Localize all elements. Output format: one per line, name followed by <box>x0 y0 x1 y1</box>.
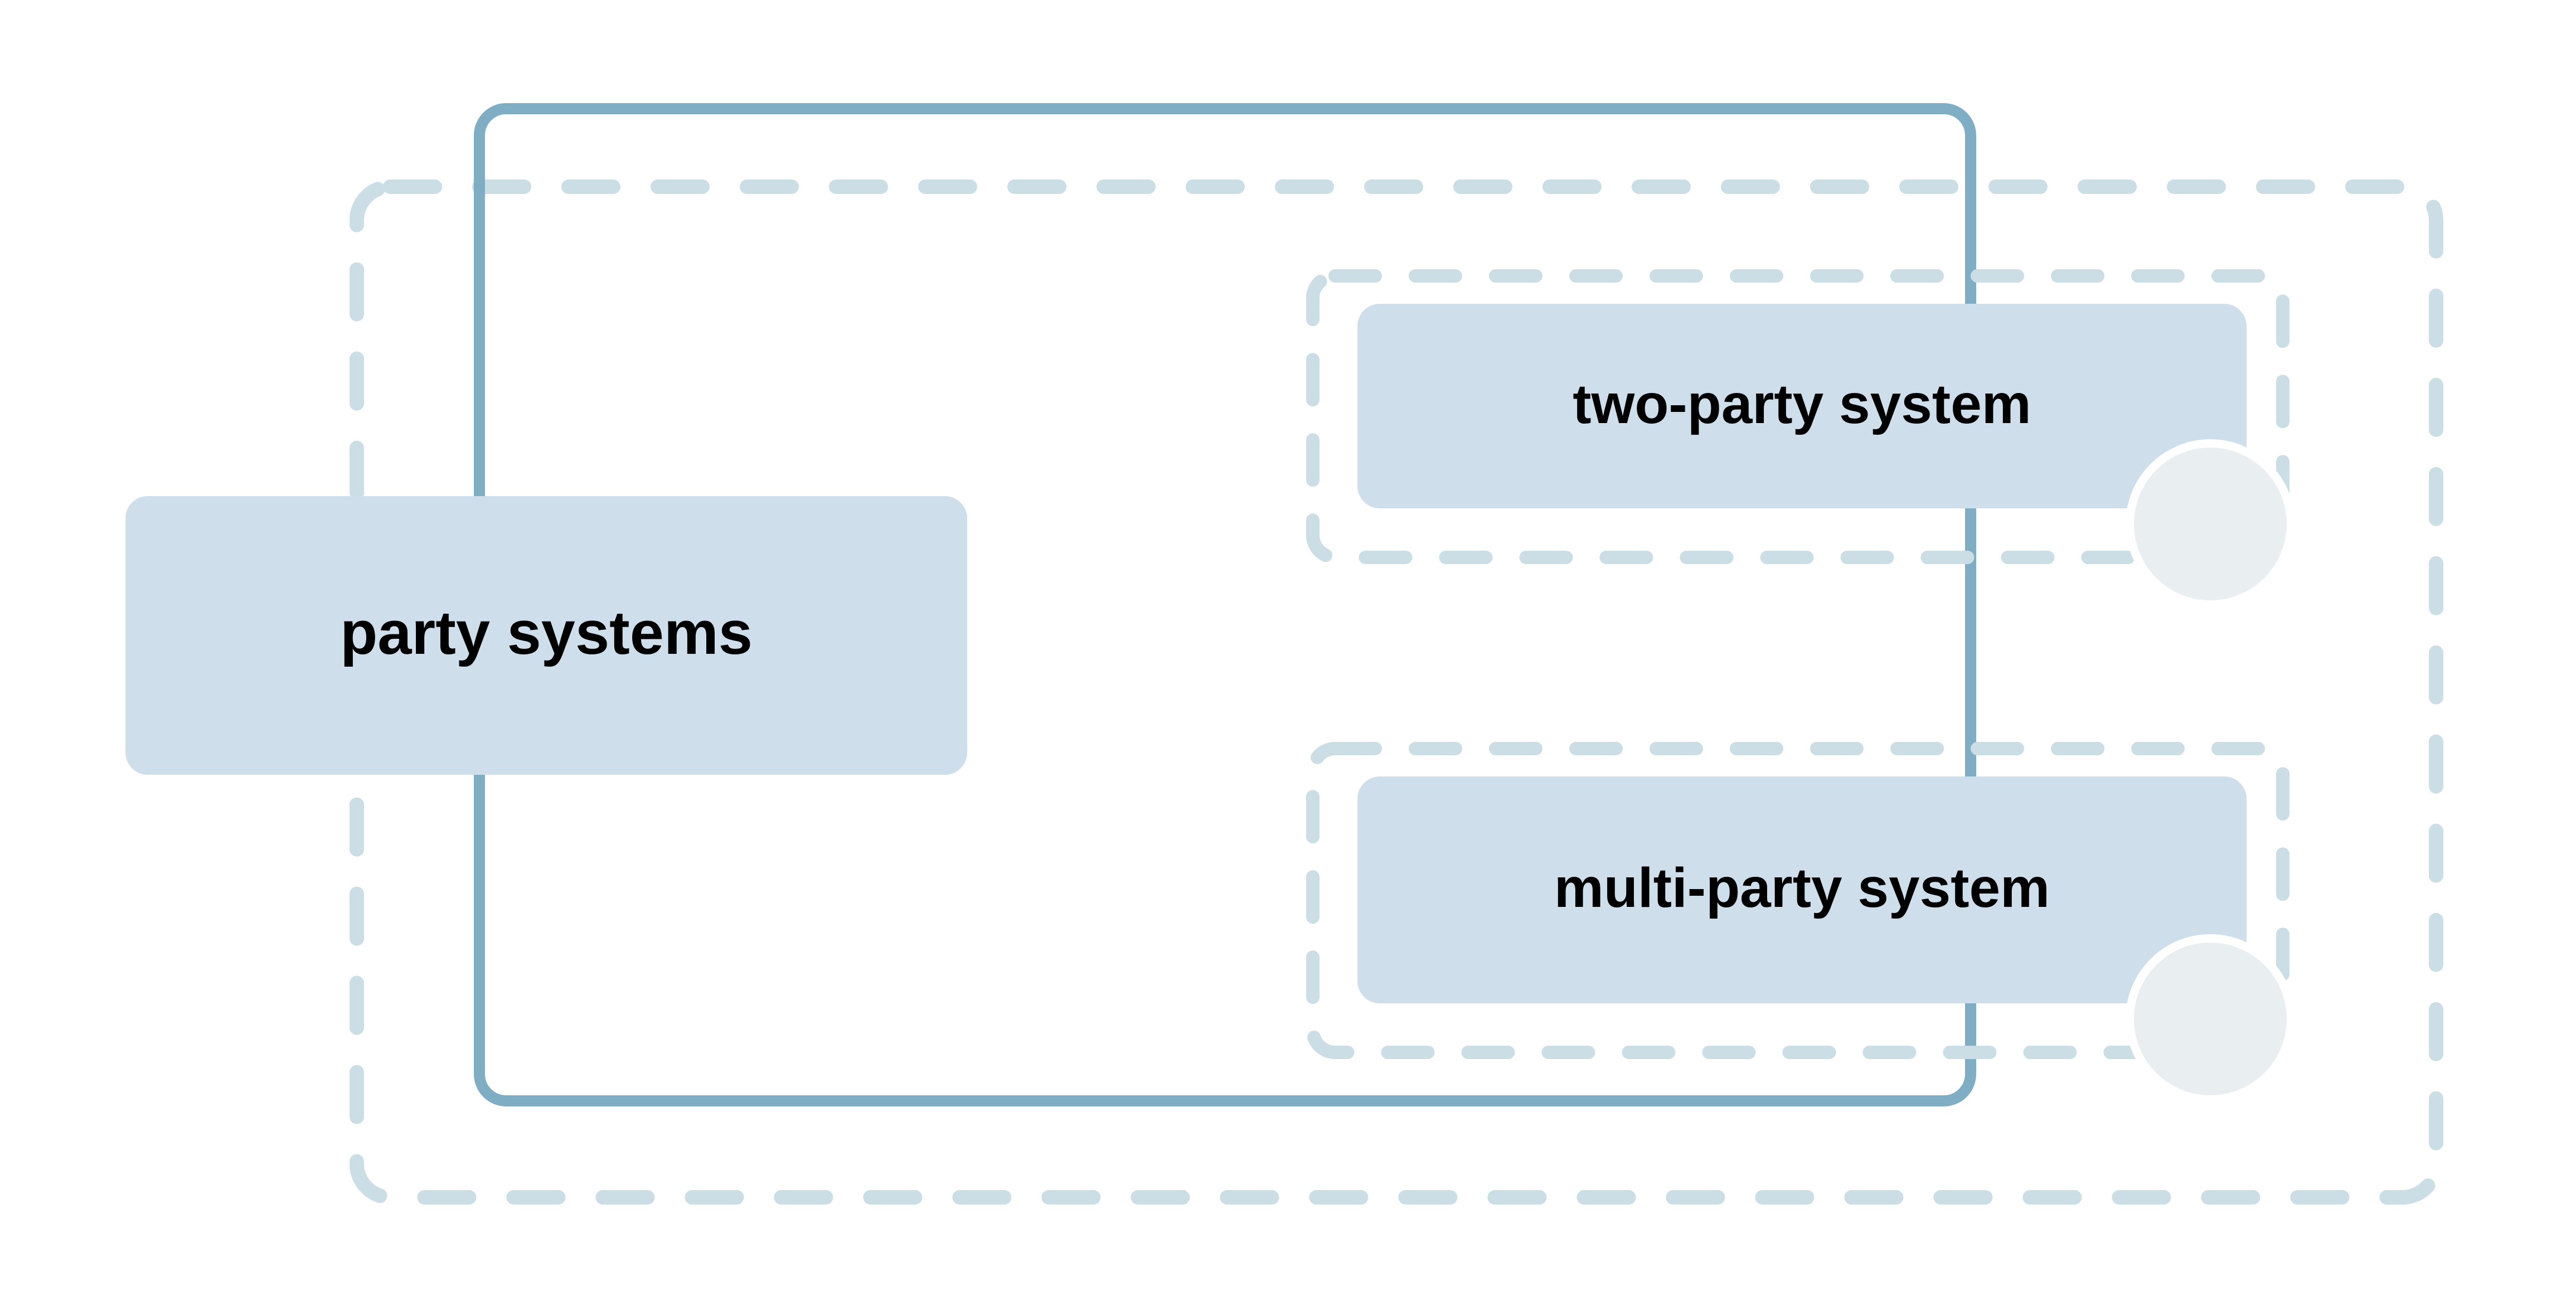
outer-dashed-boundary <box>350 179 2443 1205</box>
group-multi-party-system[interactable]: multi-party system <box>1306 742 2295 1104</box>
multi-party-node-box[interactable] <box>1357 776 2247 1003</box>
two-party-marker-circle-icon[interactable] <box>2134 448 2287 600</box>
root-node-label: party systems <box>340 599 753 667</box>
group-two-party-system[interactable]: two-party system <box>1306 269 2295 609</box>
two-party-dashed-boundary <box>1306 269 2289 564</box>
two-party-node-box[interactable] <box>1357 304 2247 508</box>
multi-party-dashed-boundary <box>1306 742 2289 1059</box>
multi-party-marker-circle-icon[interactable] <box>2134 943 2287 1095</box>
group-party-systems-root[interactable]: party systems <box>125 496 967 775</box>
two-party-node-label: two-party system <box>1573 373 2031 435</box>
root-node-box[interactable] <box>125 496 967 775</box>
multi-party-node-label: multi-party system <box>1554 857 2050 919</box>
